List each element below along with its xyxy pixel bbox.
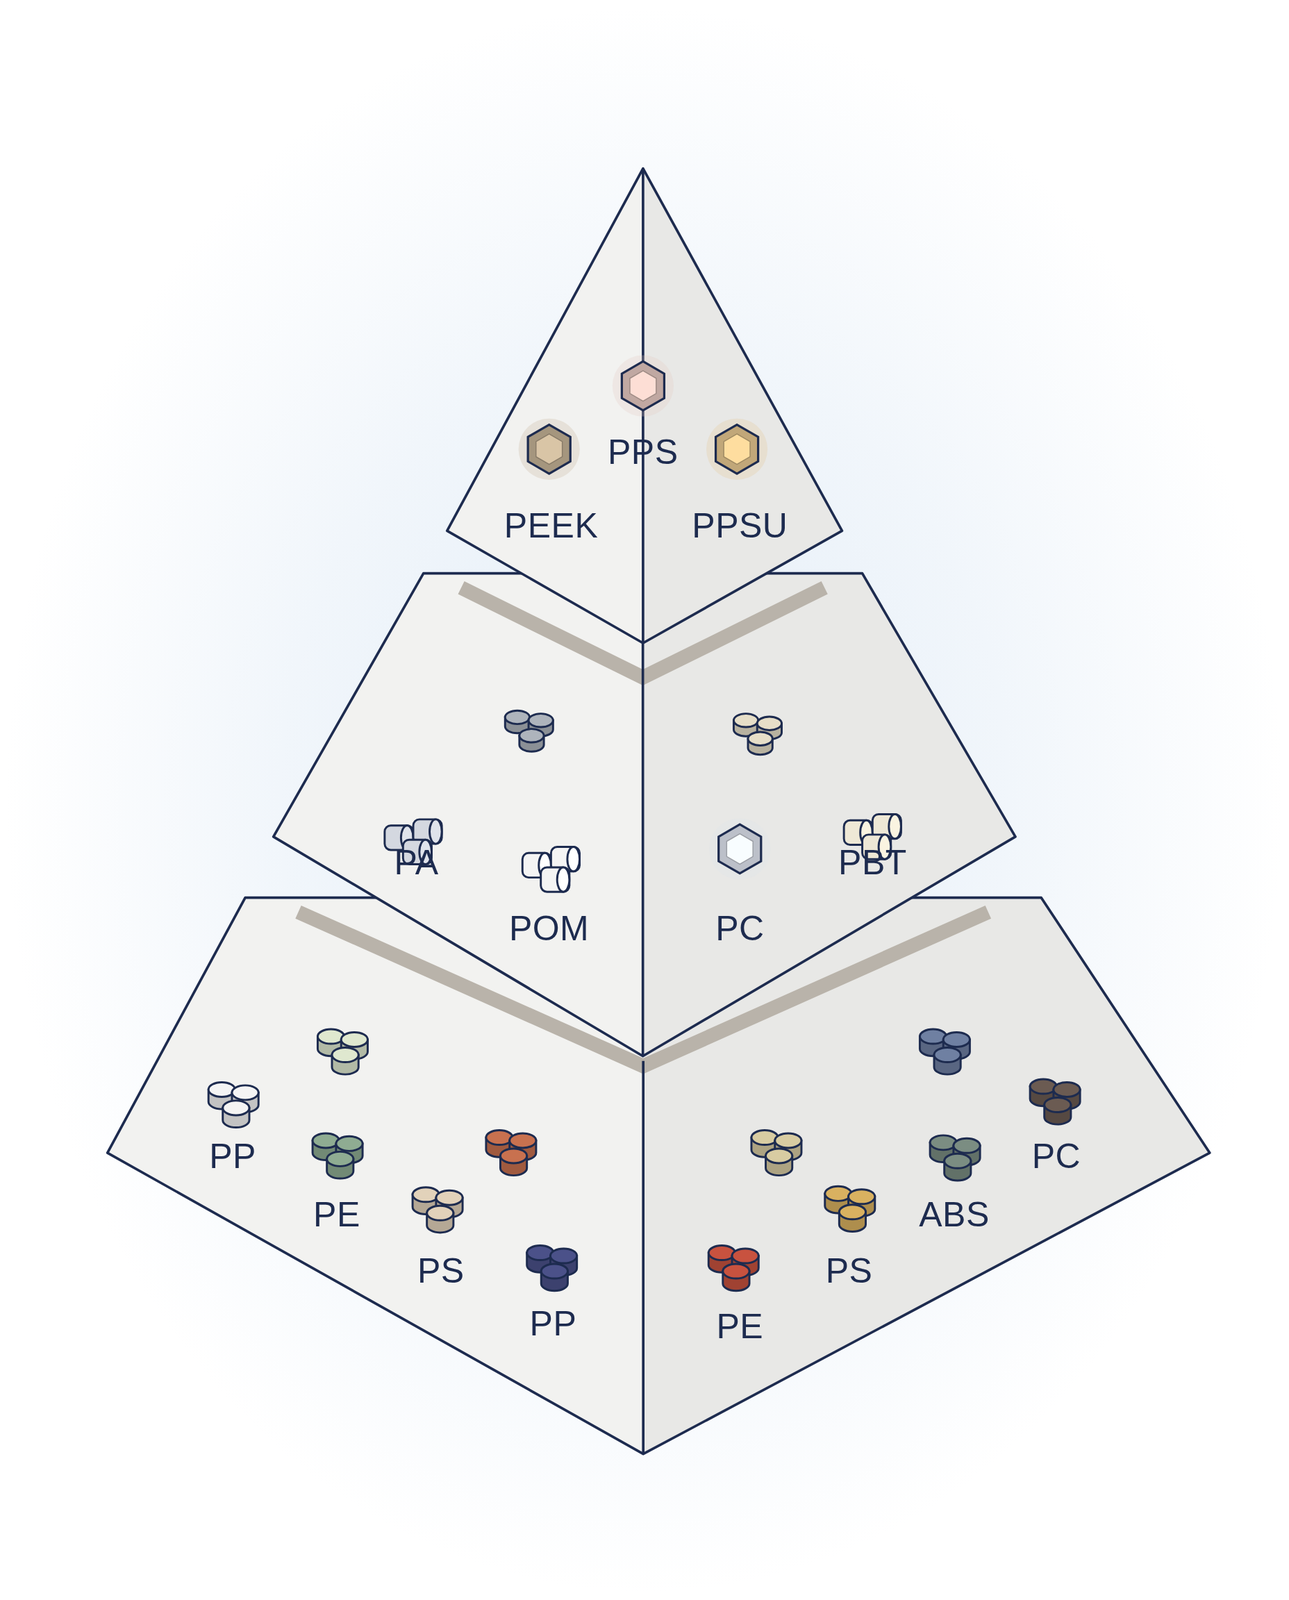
label-anchor: PEEK <box>504 505 598 546</box>
label-anchor: PS <box>825 1250 873 1292</box>
label-anchor: PA <box>394 842 439 883</box>
label-anchor: POM <box>509 908 589 949</box>
pellet-body <box>541 867 570 892</box>
pellet-end <box>888 814 902 839</box>
pellet-top <box>757 716 782 730</box>
gem-glow <box>612 354 674 417</box>
left-face <box>447 168 843 643</box>
polymer-label: PS <box>825 1251 873 1291</box>
pellet-end <box>429 819 443 844</box>
pellet-top <box>943 1154 971 1169</box>
pellet-top <box>528 713 553 728</box>
pellet-top <box>847 1189 875 1205</box>
pellet-top <box>335 1136 362 1152</box>
label-anchor: ABS <box>918 1194 990 1235</box>
pellet-top <box>732 1248 759 1264</box>
pellet-top <box>1043 1098 1071 1113</box>
pellet-top <box>331 1048 359 1063</box>
polymer-label: PP <box>529 1304 578 1344</box>
pellet-top <box>934 1048 961 1063</box>
label-anchor: PP <box>209 1136 257 1177</box>
polymer-label: POM <box>509 909 589 948</box>
polymer-label: PE <box>313 1195 361 1235</box>
pellet-top <box>1053 1082 1080 1098</box>
pellet-top <box>504 710 530 724</box>
gem-glow <box>709 818 771 880</box>
polymer-label: PBT <box>838 843 908 883</box>
gem-outer <box>718 824 762 874</box>
label-anchor: PPS <box>607 431 679 473</box>
gem-outer <box>715 424 758 474</box>
pellet-top <box>426 1206 453 1221</box>
pellet-top <box>774 1133 801 1149</box>
pellet-top <box>326 1152 353 1167</box>
pellet-top <box>734 713 759 728</box>
polymer-label: PA <box>394 843 439 883</box>
pellet-top <box>541 1263 568 1279</box>
right-face <box>643 168 843 643</box>
label-anchor: PC <box>715 908 764 949</box>
pellet-top <box>509 1133 536 1149</box>
pellet-top <box>341 1032 368 1048</box>
polymer-label: ABS <box>918 1195 990 1235</box>
pellet-top <box>838 1204 866 1220</box>
polymer-label: PE <box>716 1307 764 1346</box>
pellet-top <box>500 1148 527 1164</box>
pyramid-tier: PPSPEEK PPSU <box>438 158 853 654</box>
gem-face <box>536 434 563 465</box>
gem-face <box>629 370 657 402</box>
tier-outline <box>447 168 843 643</box>
pellet-top <box>943 1032 970 1048</box>
pellet-top <box>231 1085 259 1101</box>
gem-face <box>726 834 753 865</box>
label-anchor: PP <box>529 1303 578 1344</box>
polymer-label: PPS <box>607 432 679 472</box>
pellet-top <box>222 1100 249 1116</box>
pellet-top <box>519 729 544 743</box>
gem-face <box>723 434 751 465</box>
polymer-label: PS <box>417 1251 465 1291</box>
gem-outer <box>527 424 571 474</box>
polymer-label: PEEK <box>504 506 598 546</box>
pellet-end <box>556 867 570 892</box>
pellet-end <box>567 847 580 872</box>
right-face <box>643 897 1210 1455</box>
tier-outline <box>106 897 1210 1455</box>
face-divider <box>641 1061 645 1455</box>
pellet-top <box>435 1191 462 1206</box>
gem-glow <box>518 418 580 480</box>
gem-glow <box>706 418 768 480</box>
label-anchor: PE <box>716 1306 764 1347</box>
label-anchor: PC <box>1032 1136 1081 1177</box>
pellet-top <box>550 1248 577 1264</box>
pellet-top <box>953 1138 980 1154</box>
label-anchor: PBT <box>838 842 908 883</box>
polymer-label: PC <box>1032 1136 1081 1176</box>
label-anchor: PS <box>417 1250 465 1292</box>
left-face <box>106 897 1210 1455</box>
tier-shape <box>438 158 853 654</box>
face-divider <box>641 643 645 1057</box>
tier-band <box>297 912 988 1067</box>
label-anchor: PE <box>313 1194 361 1235</box>
polymer-label: PC <box>715 909 764 948</box>
polymer-label: PP <box>209 1136 257 1176</box>
gem-outer <box>621 361 664 411</box>
pellet-top <box>722 1263 749 1279</box>
pellet-top <box>747 732 773 746</box>
label-anchor: PPSU <box>691 505 788 546</box>
polymer-label: PPSU <box>691 506 788 546</box>
pellet-top <box>765 1148 792 1164</box>
